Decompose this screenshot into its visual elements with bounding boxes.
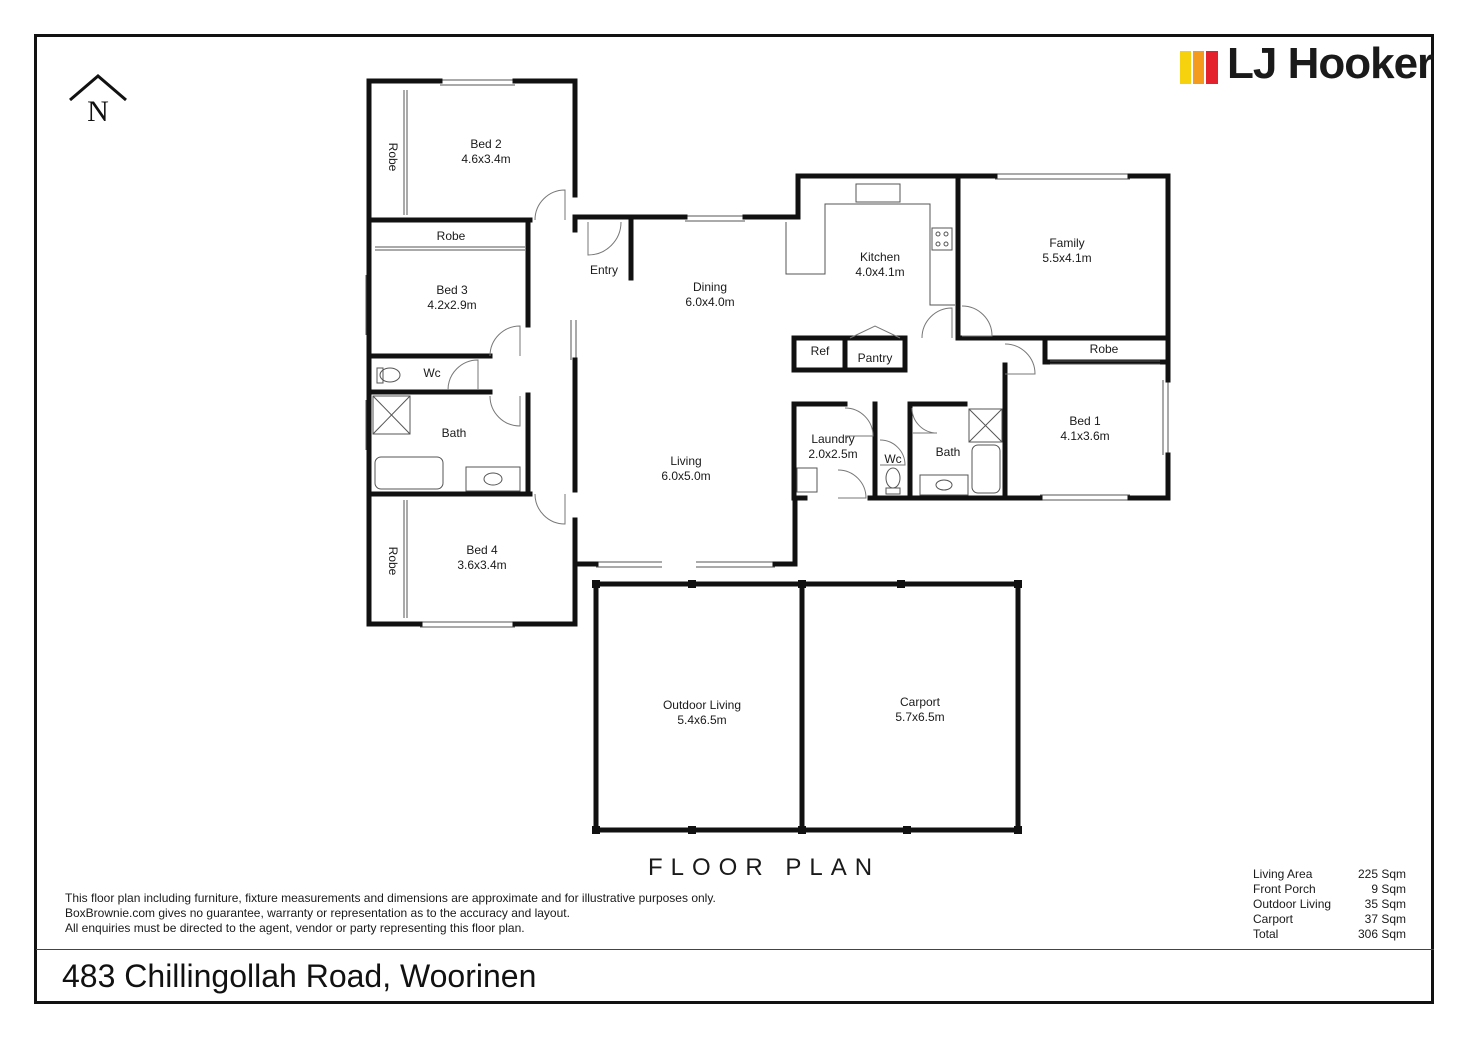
area-value: 9 Sqm <box>1371 882 1406 896</box>
room-ref: Ref <box>811 344 830 358</box>
area-value: 306 Sqm <box>1357 927 1406 941</box>
room-bed2-size: 4.6x3.4m <box>461 152 510 166</box>
room-robe-bed3: Robe <box>437 229 466 243</box>
room-robe-bed4: Robe <box>386 547 400 576</box>
compass-letter: N <box>87 95 109 128</box>
area-value: 225 Sqm <box>1357 867 1406 881</box>
room-living-size: 6.0x5.0m <box>661 469 710 483</box>
disclaimer-line: All enquiries must be directed to the ag… <box>65 921 525 935</box>
room-bed1-size: 4.1x3.6m <box>1060 429 1109 443</box>
room-bath-right: Bath <box>936 445 961 459</box>
disclaimer-line: This floor plan including furniture, fix… <box>65 891 716 905</box>
doors <box>447 189 1036 525</box>
area-row: Carport 37 Sqm <box>1253 912 1406 927</box>
room-dining-name: Dining <box>693 280 727 294</box>
room-pantry: Pantry <box>858 351 893 365</box>
brand-logo-icon <box>1180 51 1218 84</box>
room-carport-size: 5.7x6.5m <box>895 710 944 724</box>
area-summary: Living Area 225 Sqm Front Porch 9 Sqm Ou… <box>1253 867 1406 942</box>
room-bed3-name: Bed 3 <box>436 283 468 297</box>
room-living-name: Living <box>670 454 701 468</box>
room-entry: Entry <box>590 263 618 277</box>
room-bed3-size: 4.2x2.9m <box>427 298 476 312</box>
room-kitchen-name: Kitchen <box>860 250 900 264</box>
area-value: 35 Sqm <box>1364 897 1406 911</box>
room-robe-bed2: Robe <box>386 143 400 172</box>
area-row: Total 306 Sqm <box>1253 927 1406 942</box>
area-label: Outdoor Living <box>1253 897 1332 911</box>
area-label: Total <box>1253 927 1279 941</box>
area-label: Carport <box>1253 912 1294 926</box>
property-address: 483 Chillingollah Road, Woorinen <box>62 958 537 994</box>
walls <box>366 78 1171 833</box>
area-value: 37 Sqm <box>1364 912 1406 926</box>
page-frame <box>34 34 1434 1004</box>
footer-divider <box>36 949 1434 950</box>
room-laundry-name: Laundry <box>811 432 854 446</box>
disclaimer: This floor plan including furniture, fix… <box>65 891 716 936</box>
room-laundry-size: 2.0x2.5m <box>808 447 857 461</box>
area-row: Living Area 225 Sqm <box>1253 867 1406 882</box>
area-label: Front Porch <box>1253 882 1316 896</box>
room-family-size: 5.5x4.1m <box>1042 251 1091 265</box>
room-outdoor-size: 5.4x6.5m <box>677 713 726 727</box>
north-arrow-icon: N <box>69 74 127 128</box>
posts <box>592 580 1022 834</box>
brand-name: LJ Hooker <box>1227 39 1434 88</box>
room-carport-name: Carport <box>900 695 941 709</box>
room-bed4-size: 3.6x3.4m <box>457 558 506 572</box>
room-kitchen-size: 4.0x4.1m <box>855 265 904 279</box>
room-outdoor-name: Outdoor Living <box>663 698 741 712</box>
room-bed4-name: Bed 4 <box>466 543 498 557</box>
room-bed2-name: Bed 2 <box>470 137 502 151</box>
area-label: Living Area <box>1253 867 1313 881</box>
room-wc-right: Wc <box>884 452 901 466</box>
room-bath-left: Bath <box>442 426 467 440</box>
room-bed1-name: Bed 1 <box>1069 414 1101 428</box>
room-wc-left: Wc <box>423 366 440 380</box>
disclaimer-line: BoxBrownie.com gives no guarantee, warra… <box>65 906 570 920</box>
room-dining-size: 6.0x4.0m <box>685 295 734 309</box>
room-family-name: Family <box>1049 236 1084 250</box>
plan-title: FLOOR PLAN <box>648 854 881 881</box>
area-row: Outdoor Living 35 Sqm <box>1253 897 1406 912</box>
room-robe-bed1: Robe <box>1090 342 1119 356</box>
room-labels: Bed 2 4.6x3.4m Robe Robe Bed 3 4.2x2.9m … <box>386 137 1119 727</box>
fixtures <box>372 90 1160 618</box>
area-row: Front Porch 9 Sqm <box>1253 882 1406 897</box>
